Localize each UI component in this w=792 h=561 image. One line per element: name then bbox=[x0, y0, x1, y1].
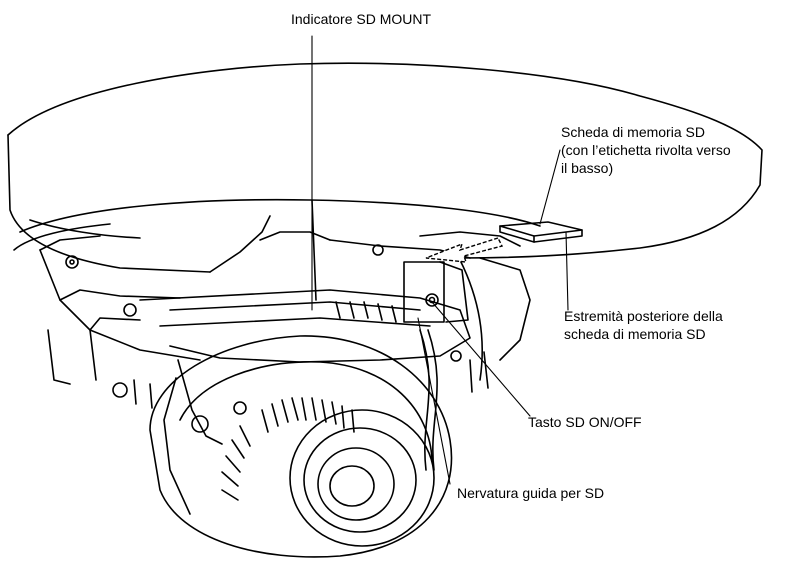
label-sd-mount-indicator: Indicatore SD MOUNT bbox=[291, 11, 432, 27]
sd-card bbox=[499, 221, 583, 243]
label-sd-card-line1: Scheda di memoria SD bbox=[561, 124, 705, 140]
insert-arrow bbox=[425, 237, 504, 263]
lens-assembly bbox=[149, 335, 453, 558]
label-sd-guide-rib: Nervatura guida per SD bbox=[457, 485, 605, 501]
label-sd-card-line3: il basso) bbox=[561, 160, 614, 176]
dome-housing bbox=[7, 62, 763, 273]
label-sd-onoff-button: Tasto SD ON/OFF bbox=[528, 414, 642, 430]
leader-lines bbox=[311, 35, 569, 485]
label-card-rear-end-line1: Estremità posteriore della bbox=[564, 308, 723, 324]
label-sd-card-line2: (con l’etichetta rivolta verso bbox=[561, 142, 731, 158]
label-card-rear-end-line2: scheda di memoria SD bbox=[564, 326, 706, 342]
camera-base bbox=[39, 199, 531, 471]
